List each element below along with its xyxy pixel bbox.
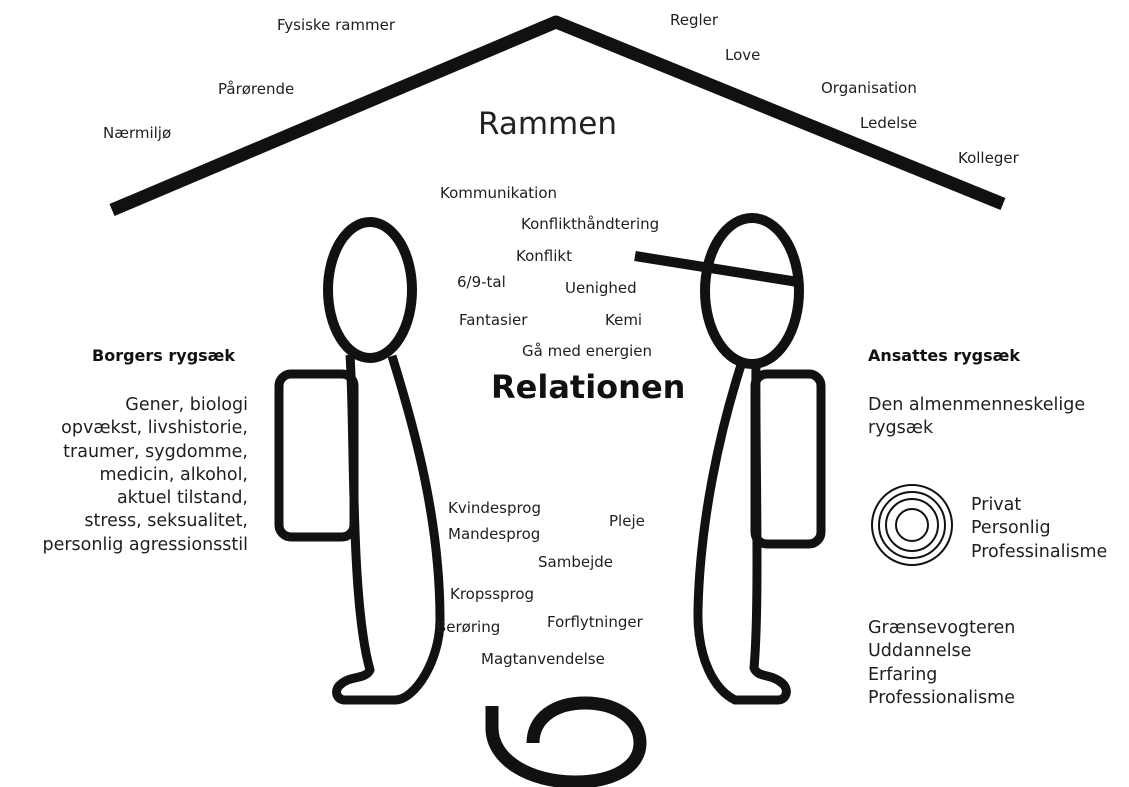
staff-intro-line: rygsæk	[868, 418, 934, 439]
staff-bottom: Grænsevogteren Uddannelse Erfaring Profe…	[868, 617, 1015, 710]
citizen-line: traumer, sygdomme,	[63, 441, 248, 462]
frame-item: Nærmiljø	[103, 124, 172, 142]
staff-intro: Den almenmenneskelige rygsæk	[868, 394, 1085, 441]
relation-word: Sambejde	[538, 553, 613, 571]
citizen-line: opvækst, livshistorie,	[61, 418, 248, 439]
staff-circle-labels: Privat Personlig Professinalisme	[971, 494, 1107, 564]
right-backpack	[750, 369, 826, 549]
relation-word: Kemi	[605, 311, 643, 329]
relation-word: Mandesprog	[448, 525, 541, 543]
concentric-circles-icon	[871, 484, 953, 566]
circle-label: Privat	[971, 495, 1022, 515]
citizen-list: Gener, biologi opvækst, livshistorie, tr…	[42, 394, 248, 557]
relation-word: Fantasier	[459, 311, 528, 329]
citizen-line: medicin, alkohol,	[99, 464, 248, 485]
staff-bottom-line: Grænsevogteren	[868, 618, 1016, 638]
relation-word: Konflikt	[516, 247, 572, 265]
citizen-line: Gener, biologi	[125, 395, 248, 415]
relation-word: Gå med energien	[522, 342, 653, 360]
left-person-figure	[323, 217, 445, 705]
frame-item: Fysiske rammer	[277, 16, 396, 34]
relation-word: Magtanvendelse	[481, 650, 605, 668]
relation-word: 6/9-tal	[457, 273, 506, 291]
relation-word: Pleje	[609, 512, 645, 530]
staff-bottom-line: Uddannelse	[868, 641, 972, 662]
circle-label: Professinalisme	[971, 541, 1108, 562]
frame-title: Rammen	[478, 106, 617, 142]
frame-item: Organisation	[821, 79, 917, 97]
citizen-line: stress, seksualitet,	[84, 511, 248, 532]
frame-item: Love	[725, 46, 761, 64]
staff-intro-line: Den almenmenneskelige	[868, 395, 1086, 415]
relation-word: Berøring	[436, 618, 501, 636]
circle-label: Personlig	[971, 518, 1051, 539]
left-backpack	[274, 369, 359, 542]
relation-word: Kommunikation	[440, 184, 558, 202]
roof-shape	[109, 15, 1006, 216]
staff-bottom-line: Erfaring	[868, 664, 938, 685]
frame-item: Ledelse	[860, 114, 918, 132]
staff-heading: Ansattes rygsæk	[868, 346, 1021, 365]
frame-item: Kolleger	[958, 149, 1019, 167]
relation-word: Konflikthåndtering	[521, 215, 660, 233]
six-nine-symbol	[485, 696, 647, 787]
citizen-line: personlig agressionsstil	[42, 534, 248, 555]
citizen-line: aktuel tilstand,	[116, 488, 248, 509]
relation-word: Forflytninger	[547, 613, 643, 631]
relation-title: Relationen	[491, 368, 686, 406]
right-person-figure	[634, 213, 804, 705]
frame-item: Regler	[670, 11, 719, 29]
frame-item: Pårørende	[218, 80, 295, 98]
relation-word: Kropssprog	[450, 585, 535, 603]
citizen-heading: Borgers rygsæk	[92, 346, 236, 365]
staff-bottom-line: Professionalisme	[868, 687, 1015, 708]
relation-word: Uenighed	[565, 279, 637, 297]
relation-word: Kvindesprog	[448, 499, 542, 517]
